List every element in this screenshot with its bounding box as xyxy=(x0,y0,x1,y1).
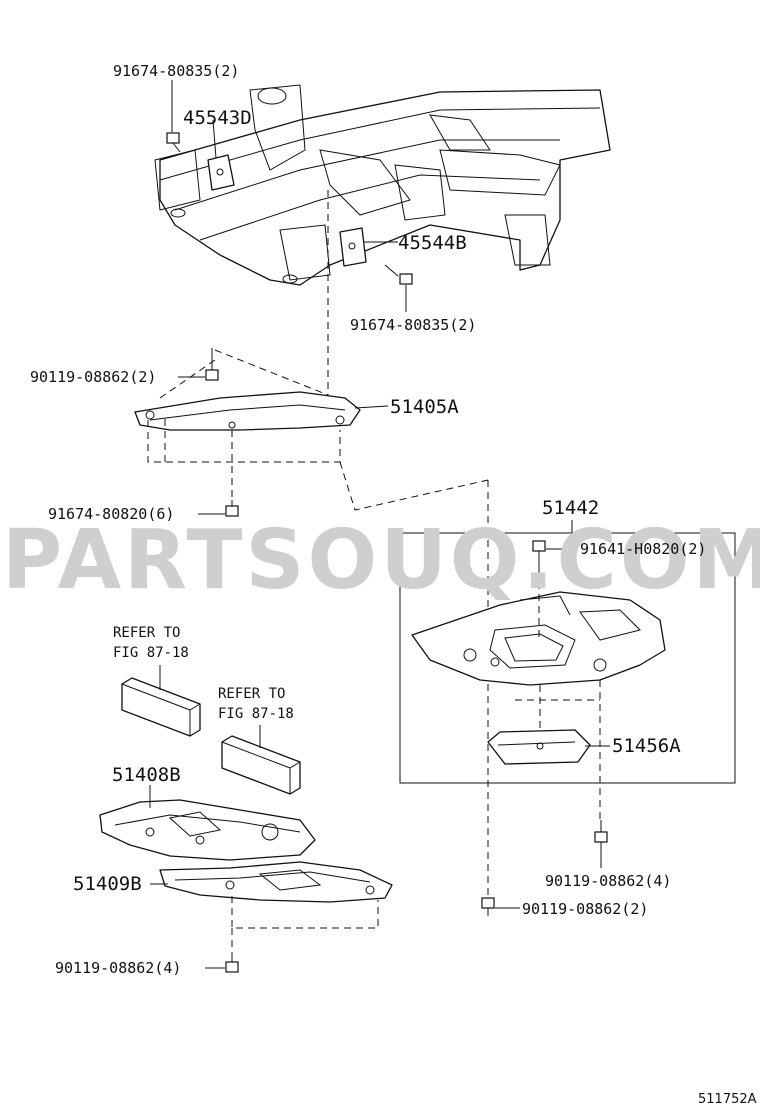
bolt-icon xyxy=(594,820,608,843)
bracket-45544b xyxy=(339,227,367,267)
label-91641-h0820[interactable]: 91641-H0820(2) xyxy=(580,540,706,558)
bolt-icon xyxy=(166,132,181,153)
refer-2-line1: REFER TO xyxy=(218,686,285,702)
refer-block-1 xyxy=(121,677,201,737)
refer-1-line1: REFER TO xyxy=(113,625,180,641)
label-51405a[interactable]: 51405A xyxy=(390,396,459,418)
label-91674-80835-top[interactable]: 91674-80835(2) xyxy=(113,62,239,80)
label-91674-80820[interactable]: 91674-80820(6) xyxy=(48,505,174,523)
label-90119-08862-right2[interactable]: 90119-08862(2) xyxy=(522,900,648,918)
label-51456a[interactable]: 51456A xyxy=(612,735,681,757)
label-45544b[interactable]: 45544B xyxy=(398,232,467,254)
label-91674-80835-mid[interactable]: 91674-80835(2) xyxy=(350,316,476,334)
bracket-45543d xyxy=(207,154,235,191)
part-51442-plate xyxy=(411,591,666,686)
diagram-code: 511752A xyxy=(698,1092,757,1107)
label-90119-08862-left[interactable]: 90119-08862(2) xyxy=(30,368,156,386)
refer-1-line2[interactable]: FIG 87-18 xyxy=(113,645,189,661)
refer-block-2 xyxy=(221,735,301,795)
bolt-icon xyxy=(384,264,413,285)
bolt-icon xyxy=(532,540,546,570)
chassis-frame xyxy=(154,84,611,286)
part-51409b xyxy=(159,861,393,903)
label-45543d[interactable]: 45543D xyxy=(183,107,252,129)
part-51408b xyxy=(99,799,316,861)
bolt-icon xyxy=(225,955,239,973)
bolt-icon xyxy=(225,500,239,517)
part-51456a xyxy=(487,729,591,765)
bolt-icon xyxy=(481,897,495,916)
part-51405a xyxy=(134,349,361,463)
refer-2-line2[interactable]: FIG 87-18 xyxy=(218,706,294,722)
label-51442[interactable]: 51442 xyxy=(542,497,599,519)
label-90119-08862-right4[interactable]: 90119-08862(4) xyxy=(545,872,671,890)
assembly-box-51442 xyxy=(399,532,736,784)
label-51409b[interactable]: 51409B xyxy=(73,873,142,895)
label-51408b[interactable]: 51408B xyxy=(112,764,181,786)
label-90119-08862-bottom[interactable]: 90119-08862(4) xyxy=(55,959,181,977)
watermark-text: PARTSOUQ.COM xyxy=(2,513,760,608)
bolt-icon xyxy=(205,348,219,381)
